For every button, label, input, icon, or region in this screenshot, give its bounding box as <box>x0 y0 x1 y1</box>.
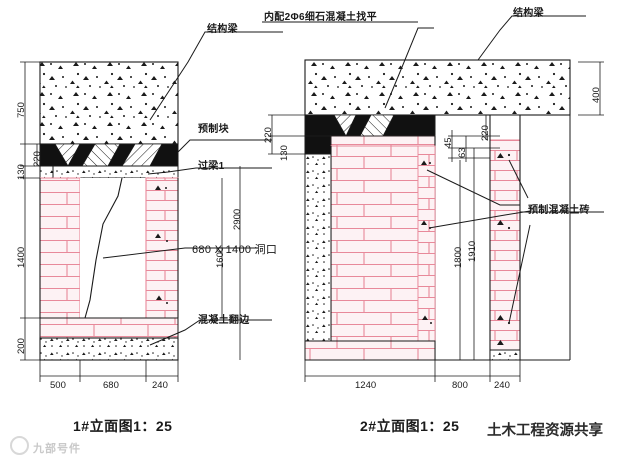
label-structural-beam-right: 结构梁 <box>513 8 544 19</box>
dim-right-63: 63 <box>457 147 468 158</box>
view-title-left: 1#立面图1：25 <box>73 418 173 434</box>
label-structural-beam-left: 结构梁 <box>207 24 238 35</box>
watermark-left: 九部号件 <box>33 443 81 455</box>
dim-left-130: 130 <box>16 164 27 180</box>
dim-right-1910: 1910 <box>467 240 478 262</box>
dim-right-400: 400 <box>591 87 602 103</box>
dim-right-130-left: 130 <box>279 145 290 161</box>
label-precast-block: 预制块 <box>198 124 229 135</box>
watermark-logo <box>10 436 29 455</box>
view-title-right: 2#立面图1：25 <box>360 418 460 434</box>
dim-left-1600: 1600 <box>215 246 226 268</box>
dim-right-220-mid: 220 <box>480 125 491 141</box>
dim-left-750: 750 <box>16 102 27 118</box>
dim-left-1400: 1400 <box>16 246 27 268</box>
dim-right-800: 800 <box>452 380 468 391</box>
watermark-right: 土木工程资源共享 <box>487 423 603 439</box>
label-fine-concrete-level: 内配2Φ6细石混凝土找平 <box>264 12 377 23</box>
label-concrete-flange: 混凝土翻边 <box>198 315 250 326</box>
dim-right-220-left: 220 <box>263 127 274 143</box>
label-lintel-1: 过梁1 <box>198 161 225 172</box>
dim-left-200: 200 <box>16 338 27 354</box>
dim-left-220: 220 <box>32 151 43 167</box>
dim-right-45: 45 <box>443 137 454 148</box>
dim-right-1240: 1240 <box>355 380 377 391</box>
dim-right-240: 240 <box>494 380 510 391</box>
dim-left-2900: 2900 <box>232 208 243 230</box>
label-opening-size: 680 X 1400 洞口 <box>192 244 278 256</box>
dim-left-680: 680 <box>103 380 119 391</box>
dim-left-240: 240 <box>152 380 168 391</box>
dim-right-1800: 1800 <box>453 246 464 268</box>
dim-left-500: 500 <box>50 380 66 391</box>
label-precast-concrete-brick: 预制混凝土砖 <box>528 205 590 216</box>
